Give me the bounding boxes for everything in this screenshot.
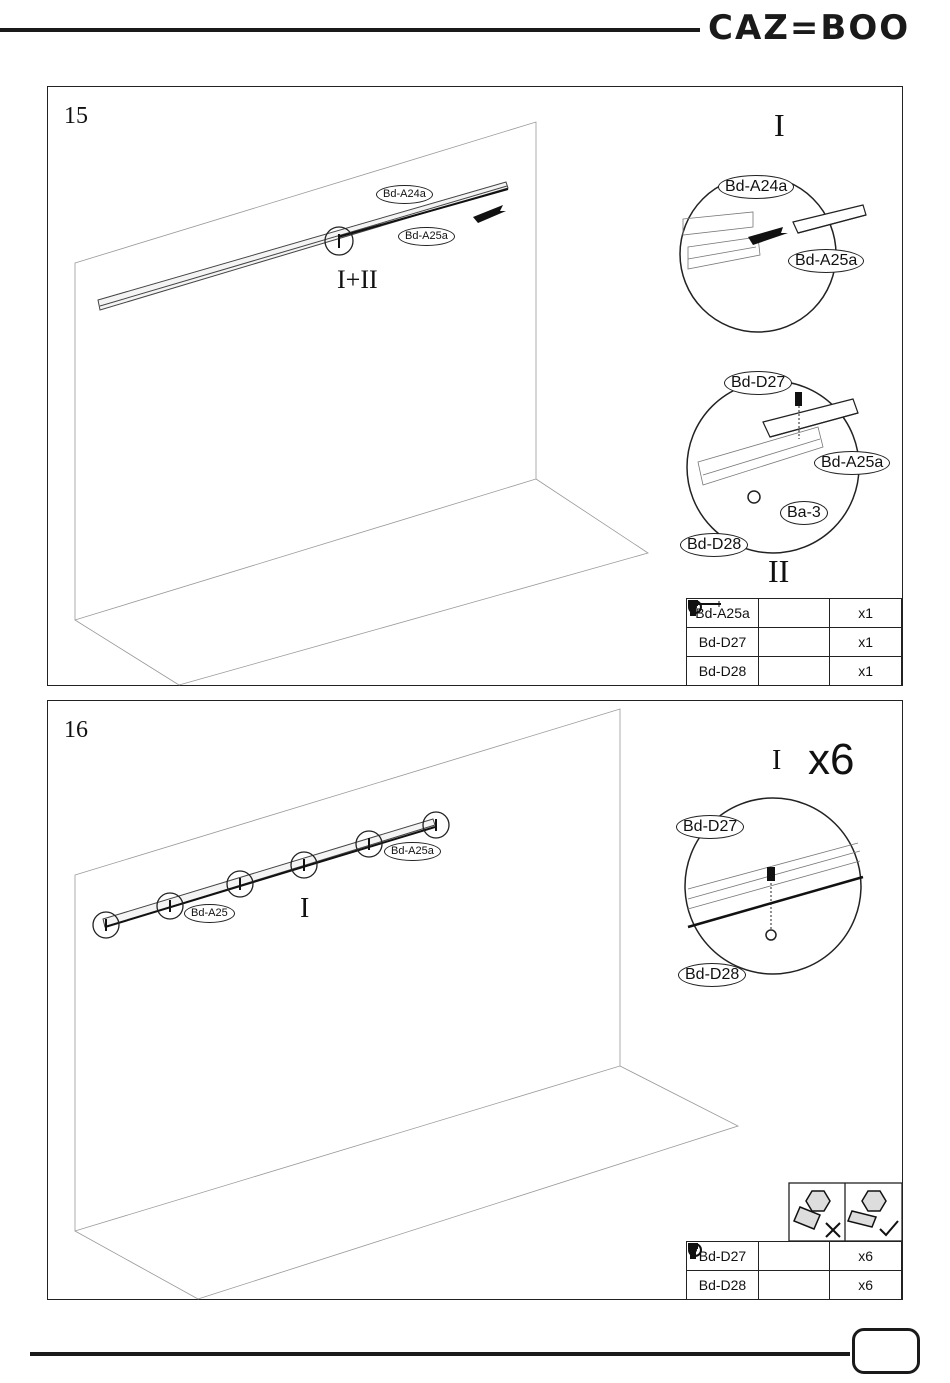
rail-assembly bbox=[98, 182, 508, 310]
part-qty: x6 bbox=[830, 1242, 902, 1271]
label-bd-a25a: Bd-A25a bbox=[398, 227, 455, 246]
parts-table: Bd-A25a x1 Bd-D27 x1 Bd-D28 x1 bbox=[686, 598, 902, 686]
bolt-icon bbox=[795, 392, 802, 406]
label-bd-a24a-detail: Bd-A24a bbox=[718, 175, 794, 199]
detail-quantity: x6 bbox=[808, 735, 854, 785]
part-qty: x1 bbox=[830, 628, 902, 657]
part-qty: x1 bbox=[830, 657, 902, 686]
part-qty: x6 bbox=[830, 1271, 902, 1300]
table-row: Bd-D28 x1 bbox=[687, 657, 902, 686]
bolt-icon bbox=[767, 867, 775, 881]
label-bd-a25a: Bd-A25a bbox=[384, 842, 441, 861]
nut-icon bbox=[766, 930, 776, 940]
rail-icon bbox=[759, 599, 830, 628]
right-tightening-icon bbox=[846, 1185, 900, 1239]
footer-rule bbox=[30, 1352, 850, 1356]
detail-I-title: I bbox=[774, 107, 785, 144]
label-bd-a25: Bd-A25 bbox=[184, 904, 235, 923]
detail-I-title: I bbox=[772, 745, 781, 777]
label-bd-d28: Bd-D28 bbox=[680, 533, 748, 557]
detail-II-title: II bbox=[768, 553, 789, 590]
parts-table: Bd-D27 x6 Bd-D28 x6 bbox=[686, 1241, 902, 1300]
header-rule bbox=[0, 28, 700, 32]
table-row: Bd-A25a x1 bbox=[687, 599, 902, 628]
part-qty: x1 bbox=[830, 599, 902, 628]
label-bd-a24a: Bd-A24a bbox=[376, 185, 433, 204]
wrong-tightening-icon bbox=[790, 1185, 844, 1239]
step-15-panel: 15 I+II I II Bd-A24a Bd-A25a Bd-A24a Bd-… bbox=[47, 86, 903, 686]
step-number: 15 bbox=[64, 103, 88, 130]
part-name: Bd-D27 bbox=[687, 628, 759, 657]
arrow-icon bbox=[473, 205, 506, 223]
page-number-box bbox=[852, 1328, 920, 1374]
table-row: Bd-D27 x6 bbox=[687, 1242, 902, 1271]
brand-logo: CAZ=BOO bbox=[708, 6, 910, 50]
label-bd-a25a-detail: Bd-A25a bbox=[788, 249, 864, 273]
table-row: Bd-D27 x1 bbox=[687, 628, 902, 657]
nut-icon bbox=[748, 491, 760, 503]
bolt-icon bbox=[758, 1242, 829, 1271]
step-16-panel: 16 I I x6 Bd-A25 Bd-A25a Bd-D27 Bd-D28 B… bbox=[47, 700, 903, 1300]
callout-I-II: I+II bbox=[337, 265, 378, 295]
bolt-icon bbox=[759, 628, 830, 657]
label-bd-d27: Bd-D27 bbox=[724, 371, 792, 395]
table-row: Bd-D28 x6 bbox=[687, 1271, 902, 1300]
label-ba-3: Ba-3 bbox=[780, 501, 828, 525]
nut-icon bbox=[759, 657, 830, 686]
step-16-illustration bbox=[48, 701, 904, 1301]
step-number: 16 bbox=[64, 717, 88, 744]
part-name: Bd-D28 bbox=[687, 1271, 759, 1300]
label-bd-a25a-detail2: Bd-A25a bbox=[814, 451, 890, 475]
nut-icon bbox=[758, 1271, 829, 1300]
label-bd-d28: Bd-D28 bbox=[678, 963, 746, 987]
label-bd-d27: Bd-D27 bbox=[676, 815, 744, 839]
callout-I: I bbox=[300, 893, 309, 925]
part-name: Bd-D28 bbox=[687, 657, 759, 686]
wall-outline bbox=[75, 709, 620, 1231]
